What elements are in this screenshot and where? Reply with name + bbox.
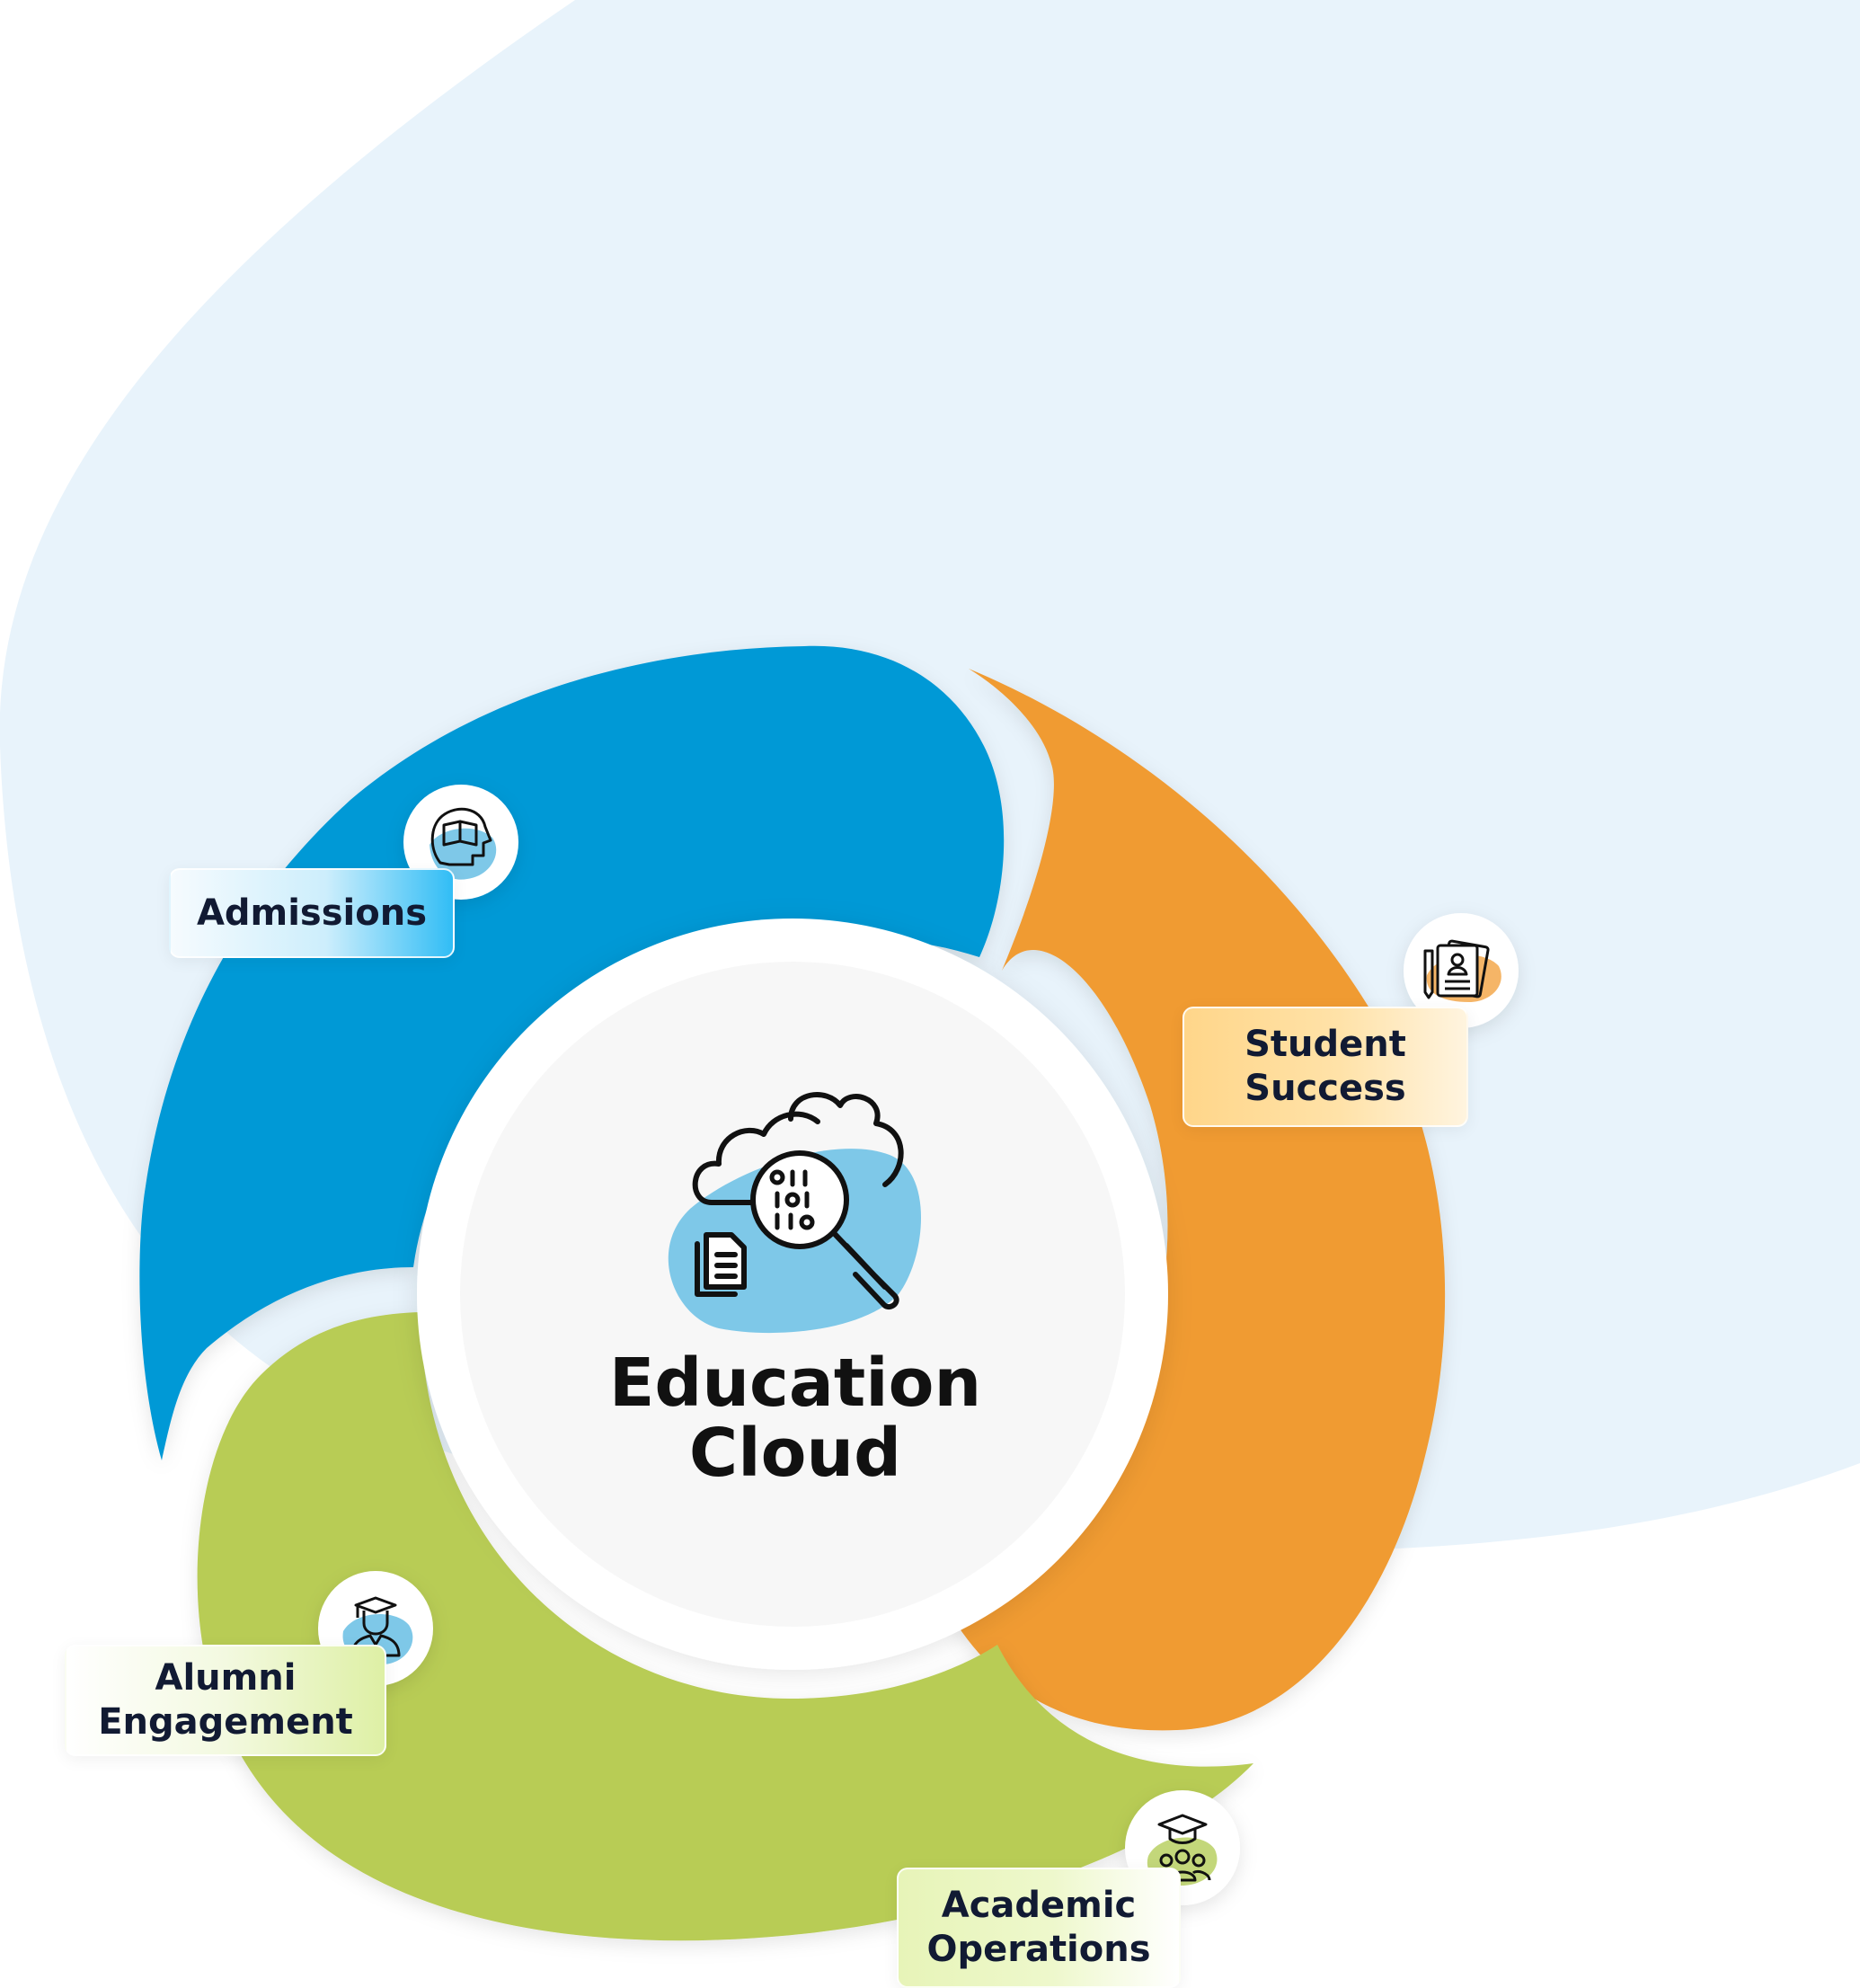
segment-admissions: [139, 645, 1005, 1460]
head-book-icon: [403, 785, 518, 900]
student-profile-documents-icon: [1404, 913, 1519, 1028]
cloud-data-search-icon: [668, 1092, 921, 1334]
center-title: Education Cloud: [608, 1345, 982, 1493]
label-student-success: Student Success: [1182, 1007, 1468, 1127]
segment-academic-operations: [197, 1312, 1253, 1941]
label-academic-operations: Academic Operations: [897, 1868, 1181, 1988]
label-admissions: Admissions: [169, 868, 455, 958]
label-alumni-engagement: Alumni Engagement: [65, 1645, 386, 1756]
segment-student-success: [952, 669, 1446, 1731]
